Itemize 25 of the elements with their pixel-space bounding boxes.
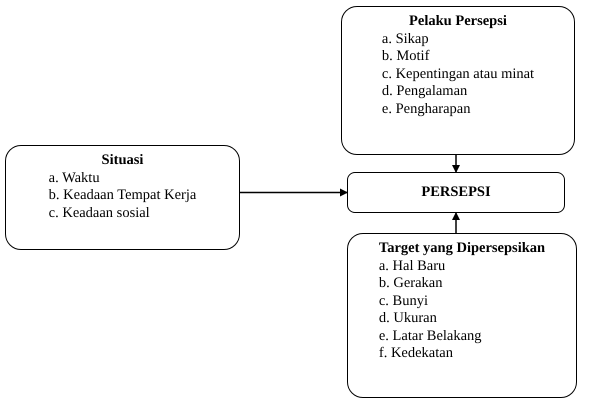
list-item: b. Motif [382, 48, 430, 66]
list-item: b. Gerakan [378, 275, 444, 292]
box-heading: Situasi [100, 152, 144, 170]
box-heading: Pelaku Persepsi [408, 13, 508, 30]
list-item: f. Kedekatan [378, 345, 454, 362]
list-item: c. Keadaan sosial [48, 204, 151, 222]
rounded-box [341, 6, 575, 155]
list-item: b. Keadaan Tempat Kerja [48, 187, 196, 204]
list-item: a. Sikap [382, 30, 430, 48]
list-item: e. Pengharapan [382, 100, 472, 118]
arrow [452, 212, 460, 233]
list-item: d. Ukuran [378, 310, 438, 328]
arrow [240, 188, 348, 196]
box-heading: Target yang Dipersepsikan [378, 240, 546, 258]
list-item: e. Latar Belakang [378, 328, 483, 345]
rounded-box [347, 233, 577, 398]
rounded-box [5, 145, 240, 250]
list-item: c. Bunyi [378, 292, 430, 310]
list-item: a. Waktu [48, 170, 101, 187]
list-item: c. Kepentingan atau minat [382, 66, 534, 83]
box-heading: PERSEPSI [421, 184, 491, 202]
concept-box [347, 172, 565, 213]
list-item: d. Pengalaman [382, 83, 468, 100]
list-item: a. Hal Baru [378, 258, 446, 275]
arrow [452, 155, 460, 173]
